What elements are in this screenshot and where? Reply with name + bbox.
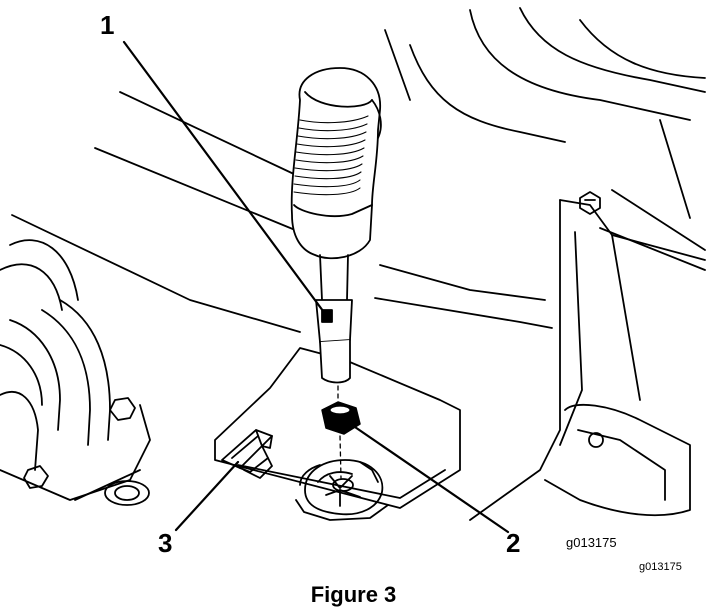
graphic-code-margin: g013175: [639, 561, 682, 573]
machine-body: [11, 7, 706, 333]
graphic-code: g013175: [566, 535, 617, 550]
figure-caption: Figure 3: [310, 582, 397, 607]
handle-bar: [0, 239, 151, 506]
shift-knob: [290, 67, 382, 260]
callout-3: 3: [158, 528, 173, 558]
leader-lines: [122, 40, 510, 534]
callout-2: 2: [506, 528, 521, 558]
shift-rod: [315, 254, 353, 384]
leader-line-1: [122, 40, 328, 317]
installation-illustration: [0, 7, 706, 534]
callout-1: 1: [100, 10, 115, 40]
leader-line-3: [174, 460, 240, 532]
leader-line-2: [350, 423, 510, 534]
shift-socket: [295, 459, 389, 521]
side-panel: [469, 191, 706, 521]
hex-nut: [321, 401, 361, 435]
